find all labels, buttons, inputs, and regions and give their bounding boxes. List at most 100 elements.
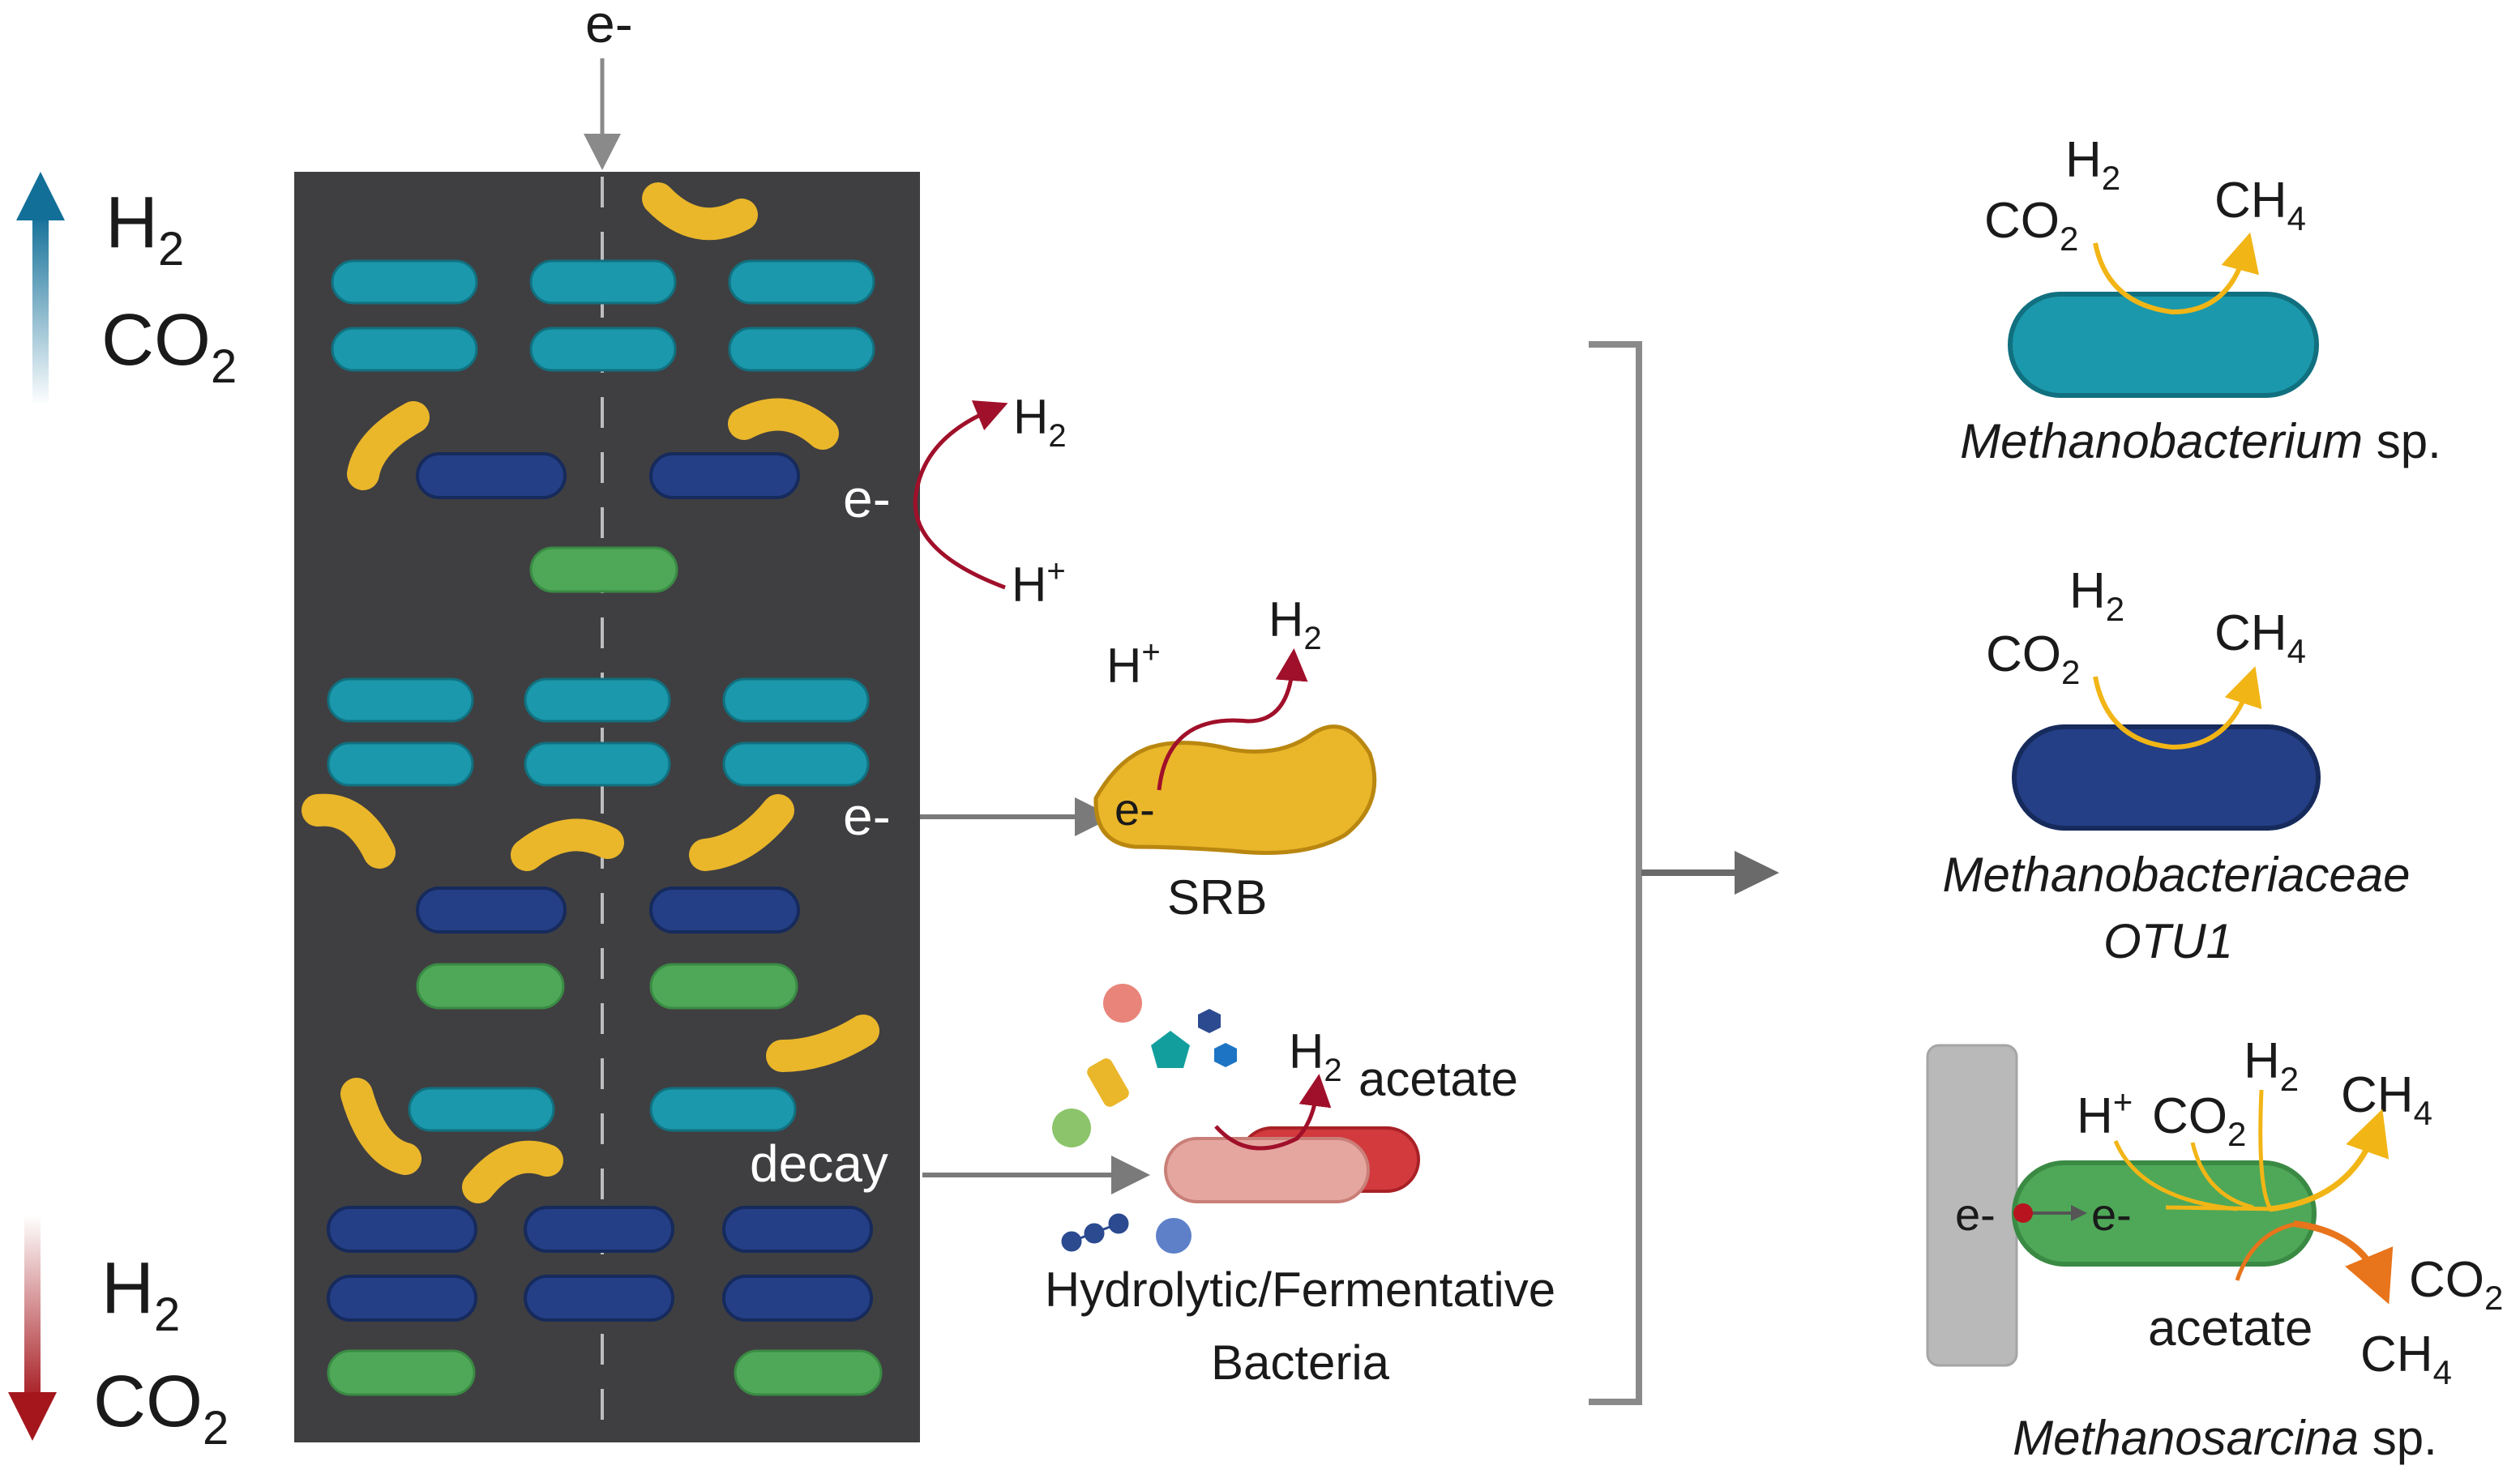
green-cells: [327, 546, 883, 1396]
fermentative-pathway: decay H2 acetate Hydrolytic/Fermentative…: [750, 984, 1555, 1390]
teal-cell: [524, 677, 671, 723]
bracket: [1589, 341, 1642, 1405]
m3-proton-label: H+: [2077, 1083, 2133, 1144]
m3-co2-label: CO2: [2152, 1088, 2246, 1153]
proton-label: H+: [1012, 553, 1066, 612]
srb-h2-arrow: [1157, 648, 1308, 791]
navy-cell: [722, 1206, 873, 1253]
navy-cell: [327, 1206, 477, 1253]
teal-cell: [722, 741, 870, 787]
teal-cell: [649, 1087, 797, 1132]
teal-cell: [327, 741, 474, 787]
m2-name-line2: OTU1: [2103, 914, 2233, 968]
m1-name: Methanobacterium sp.: [1960, 414, 2441, 468]
m3-acetate-arrow: [2293, 1220, 2394, 1305]
bottom-co2-label: CO2: [93, 1361, 229, 1455]
top-co2-label: CO2: [101, 300, 237, 393]
bottom-h2-label: H2: [101, 1248, 180, 1341]
m2-ch4-arrow: [2093, 666, 2262, 750]
yellow-cell: [689, 794, 794, 871]
navy-cell: [327, 1275, 477, 1322]
m3-contact-point: [2013, 1203, 2033, 1223]
yellow-cell: [462, 1140, 563, 1203]
teal-cell: [529, 327, 677, 372]
yellow-cell: [728, 398, 839, 450]
m3-ch4-label: CH4: [2341, 1067, 2432, 1132]
m3-co2-out-label: CO2: [2409, 1252, 2503, 1317]
hydrogen-evolution-electron: e-: [843, 468, 891, 528]
m2-h2-label: H2: [2069, 563, 2124, 628]
navy-cell: [722, 1275, 873, 1322]
methanogen-methanosarcina: H2 H+ CO2 CH4 e- e- acetate CO2 CH4 Meth…: [1926, 1033, 2503, 1465]
yellow-cell: [340, 1078, 421, 1175]
yellow-cell: [347, 401, 430, 490]
debris-hexagon-icon: [1198, 1009, 1221, 1033]
h-plus-to-h2-arrow: [913, 400, 1008, 590]
evolved-h2-label: H2: [1013, 390, 1067, 454]
m2-ch4-label: CH4: [2214, 605, 2306, 670]
bracket-arrowhead: [1735, 851, 1779, 895]
teal-cell: [327, 677, 474, 723]
top-h2-label: H2: [105, 182, 184, 276]
upward-arrowhead: [16, 172, 65, 220]
bracket-group: [1589, 341, 1779, 1405]
m3-cell-electron: e-: [2091, 1189, 2132, 1240]
navy-cells: [327, 452, 873, 1322]
m3-h2-label: H2: [2244, 1033, 2299, 1098]
teal-cell: [728, 327, 875, 372]
green-cell: [529, 546, 678, 593]
srb-electron-input: e-: [843, 786, 891, 846]
yellow-cell: [511, 818, 624, 871]
cathode-biofilm-column: [294, 172, 920, 1442]
teal-cell: [408, 1087, 555, 1132]
downward-gradient-arrow: [24, 1216, 41, 1406]
fermentative-label-line1: Hydrolytic/Fermentative: [1045, 1263, 1555, 1317]
upward-gradient-arrow: [32, 215, 49, 405]
m3-proton-flux: [2113, 1140, 2238, 1211]
m2-co2-label: CO2: [1986, 626, 2080, 691]
debris-chain-icon: [1061, 1213, 1129, 1252]
methanogen-methanobacteriaceae: H2 CO2 CH4 Methanobacteriaceae OTU1: [1942, 563, 2410, 968]
debris-hexagon-icon: [1214, 1043, 1237, 1067]
srb-label: SRB: [1167, 870, 1267, 925]
fermentative-label-line2: Bacteria: [1211, 1335, 1390, 1390]
electron-input-label: e-: [585, 0, 633, 53]
fermentative-h2-label: H2: [1289, 1024, 1342, 1088]
green-cell: [416, 963, 565, 1010]
m3-electrode-electron: e-: [1955, 1189, 1996, 1240]
electron-input: e-: [584, 0, 633, 170]
m3-name: Methanosarcina sp.: [2013, 1411, 2437, 1465]
m3-acetate-label: acetate: [2148, 1301, 2312, 1357]
teal-cell: [524, 741, 671, 787]
green-cell: [734, 1349, 883, 1396]
teal-cell: [331, 327, 478, 372]
navy-cell: [524, 1206, 674, 1253]
debris-pentagon-icon: [1151, 1031, 1190, 1068]
downward-arrowhead: [8, 1392, 57, 1441]
m3-co2-flux: [2190, 1142, 2254, 1210]
debris-blob-icon: [1156, 1218, 1192, 1254]
green-cell: [327, 1349, 476, 1396]
m1-ch4-label: CH4: [2214, 173, 2306, 237]
fermentative-cell-front: [1164, 1137, 1370, 1203]
m3-acetate-flux: [2235, 1221, 2299, 1281]
navy-cell: [649, 452, 800, 499]
fermentative-acetate-label: acetate: [1358, 1052, 1518, 1106]
electron-input-arrowhead: [584, 134, 621, 170]
m1-co2-label: CO2: [1984, 193, 2078, 258]
navy-cell: [649, 887, 800, 934]
teal-cell: [728, 259, 875, 305]
decay-label: decay: [750, 1134, 888, 1193]
srb-cell-electron: e-: [1115, 784, 1155, 835]
methanogen-methanobacterium: H2 CO2 CH4 Methanobacterium sp.: [1960, 132, 2441, 468]
yellow-cells: [302, 182, 879, 1203]
debris-blob-icon: [1052, 1109, 1091, 1147]
debris-fibre-icon: [1087, 1058, 1129, 1107]
navy-cell: [416, 452, 567, 499]
m3-ch4-out-label: CH4: [2360, 1327, 2452, 1391]
m3-ch4-arrow: [2269, 1109, 2390, 1212]
yellow-cell: [642, 182, 758, 241]
fermentative-h2-arrow: [1214, 1074, 1332, 1151]
navy-cell: [524, 1275, 674, 1322]
